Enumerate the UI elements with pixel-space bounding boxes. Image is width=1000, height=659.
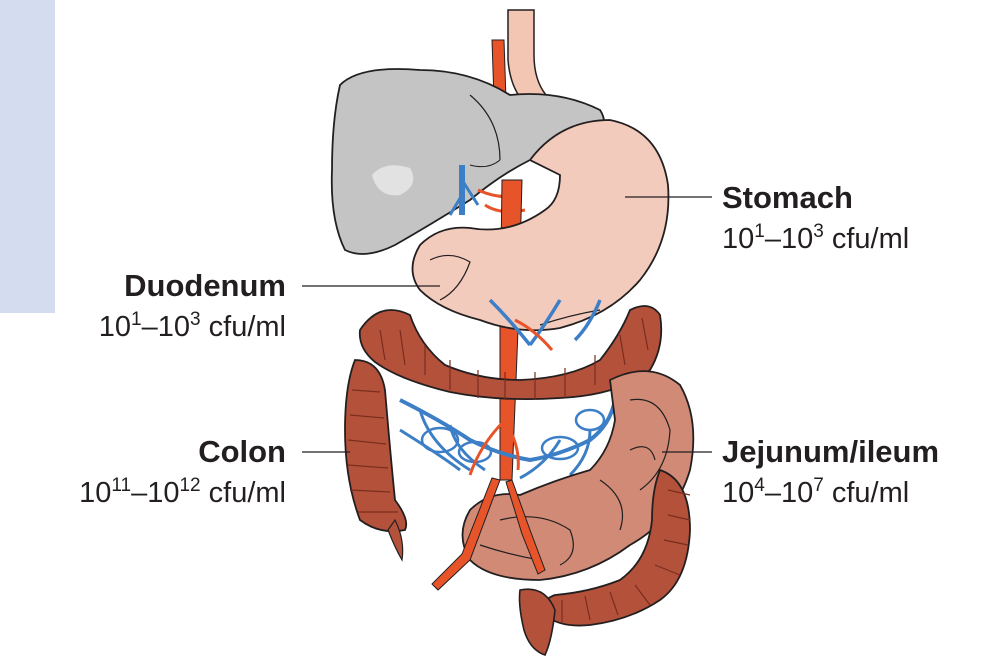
colon-conc-base1: 10	[79, 477, 111, 509]
stomach-name: Stomach	[722, 182, 909, 213]
jejunum-conc-base2: –10	[765, 477, 813, 509]
colon-conc-exp1: 11	[111, 475, 131, 496]
duodenum-conc-exp2: 3	[190, 309, 201, 330]
stomach-concentration: 101–103 cfu/ml	[722, 225, 909, 254]
colon-conc-unit: cfu/ml	[201, 477, 286, 509]
colon-conc-base2: –10	[131, 477, 179, 509]
stomach-label: Stomach 101–103 cfu/ml	[722, 182, 909, 254]
jejunum-conc-unit: cfu/ml	[824, 477, 909, 509]
stomach-conc-base2: –10	[765, 223, 813, 255]
duodenum-name: Duodenum	[99, 270, 286, 301]
jejunum-ileum-concentration: 104–107 cfu/ml	[722, 479, 939, 508]
duodenum-conc-base1: 10	[99, 311, 131, 343]
jejunum-ileum-name: Jejunum/ileum	[722, 436, 939, 467]
duodenum-conc-unit: cfu/ml	[201, 311, 286, 343]
jejunum-ileum-label: Jejunum/ileum 104–107 cfu/ml	[722, 436, 939, 508]
duodenum-label: Duodenum 101–103 cfu/ml	[99, 270, 286, 342]
duodenum-conc-exp1: 1	[131, 309, 142, 330]
colon-label: Colon 1011–1012 cfu/ml	[79, 436, 286, 508]
stomach-conc-exp1: 1	[754, 221, 765, 242]
jejunum-conc-exp2: 7	[813, 475, 824, 496]
stomach-conc-unit: cfu/ml	[824, 223, 909, 255]
jejunum-conc-base1: 10	[722, 477, 754, 509]
stomach-conc-exp2: 3	[813, 221, 824, 242]
jejunum-conc-exp1: 4	[754, 475, 765, 496]
colon-concentration: 1011–1012 cfu/ml	[79, 479, 286, 508]
stomach-conc-base1: 10	[722, 223, 754, 255]
colon-conc-exp2: 12	[179, 475, 200, 496]
duodenum-concentration: 101–103 cfu/ml	[99, 313, 286, 342]
ascending-colon	[345, 360, 406, 560]
duodenum-conc-base2: –10	[142, 311, 190, 343]
colon-name: Colon	[79, 436, 286, 467]
